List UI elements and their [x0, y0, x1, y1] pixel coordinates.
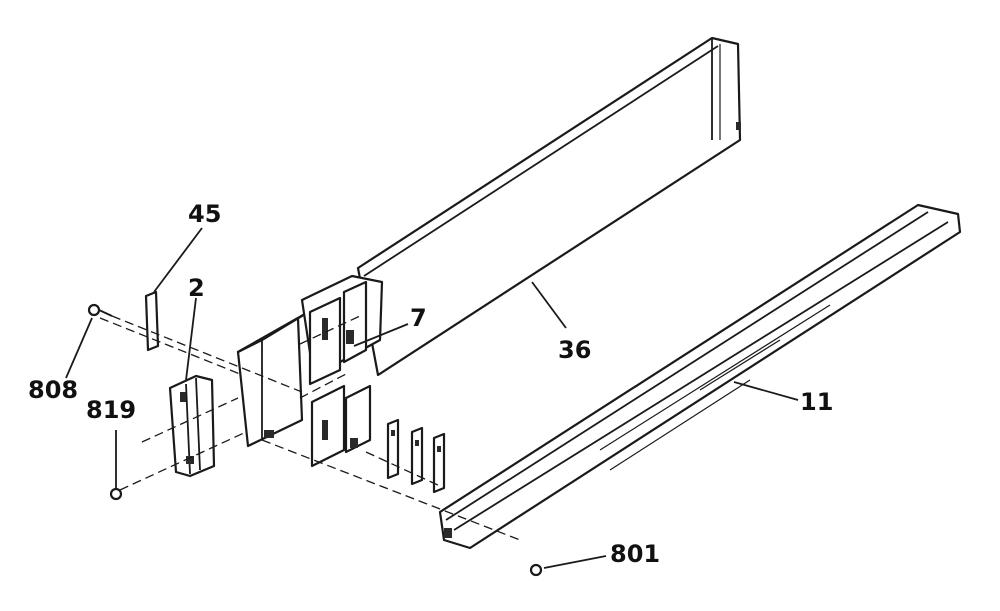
- end-housing: [236, 303, 322, 448]
- upper-rail: [356, 36, 742, 377]
- lower-rail: [438, 203, 962, 550]
- callout-819: 819: [86, 396, 136, 424]
- callout-2: 2: [188, 274, 205, 302]
- mounting-plates: [386, 418, 446, 494]
- callout-45: 45: [188, 200, 221, 228]
- end-cap: [168, 374, 216, 478]
- screws: [87, 303, 543, 577]
- assembly-lines: [99, 315, 521, 541]
- callout-808: 808: [28, 376, 78, 404]
- callout-7: 7: [410, 304, 427, 332]
- callout-11: 11: [800, 388, 833, 416]
- callout-801: 801: [610, 540, 660, 568]
- callout-36: 36: [558, 336, 591, 364]
- plate-45: [144, 290, 160, 352]
- leader-lines: [65, 227, 799, 569]
- bracket-assembly: [300, 274, 384, 468]
